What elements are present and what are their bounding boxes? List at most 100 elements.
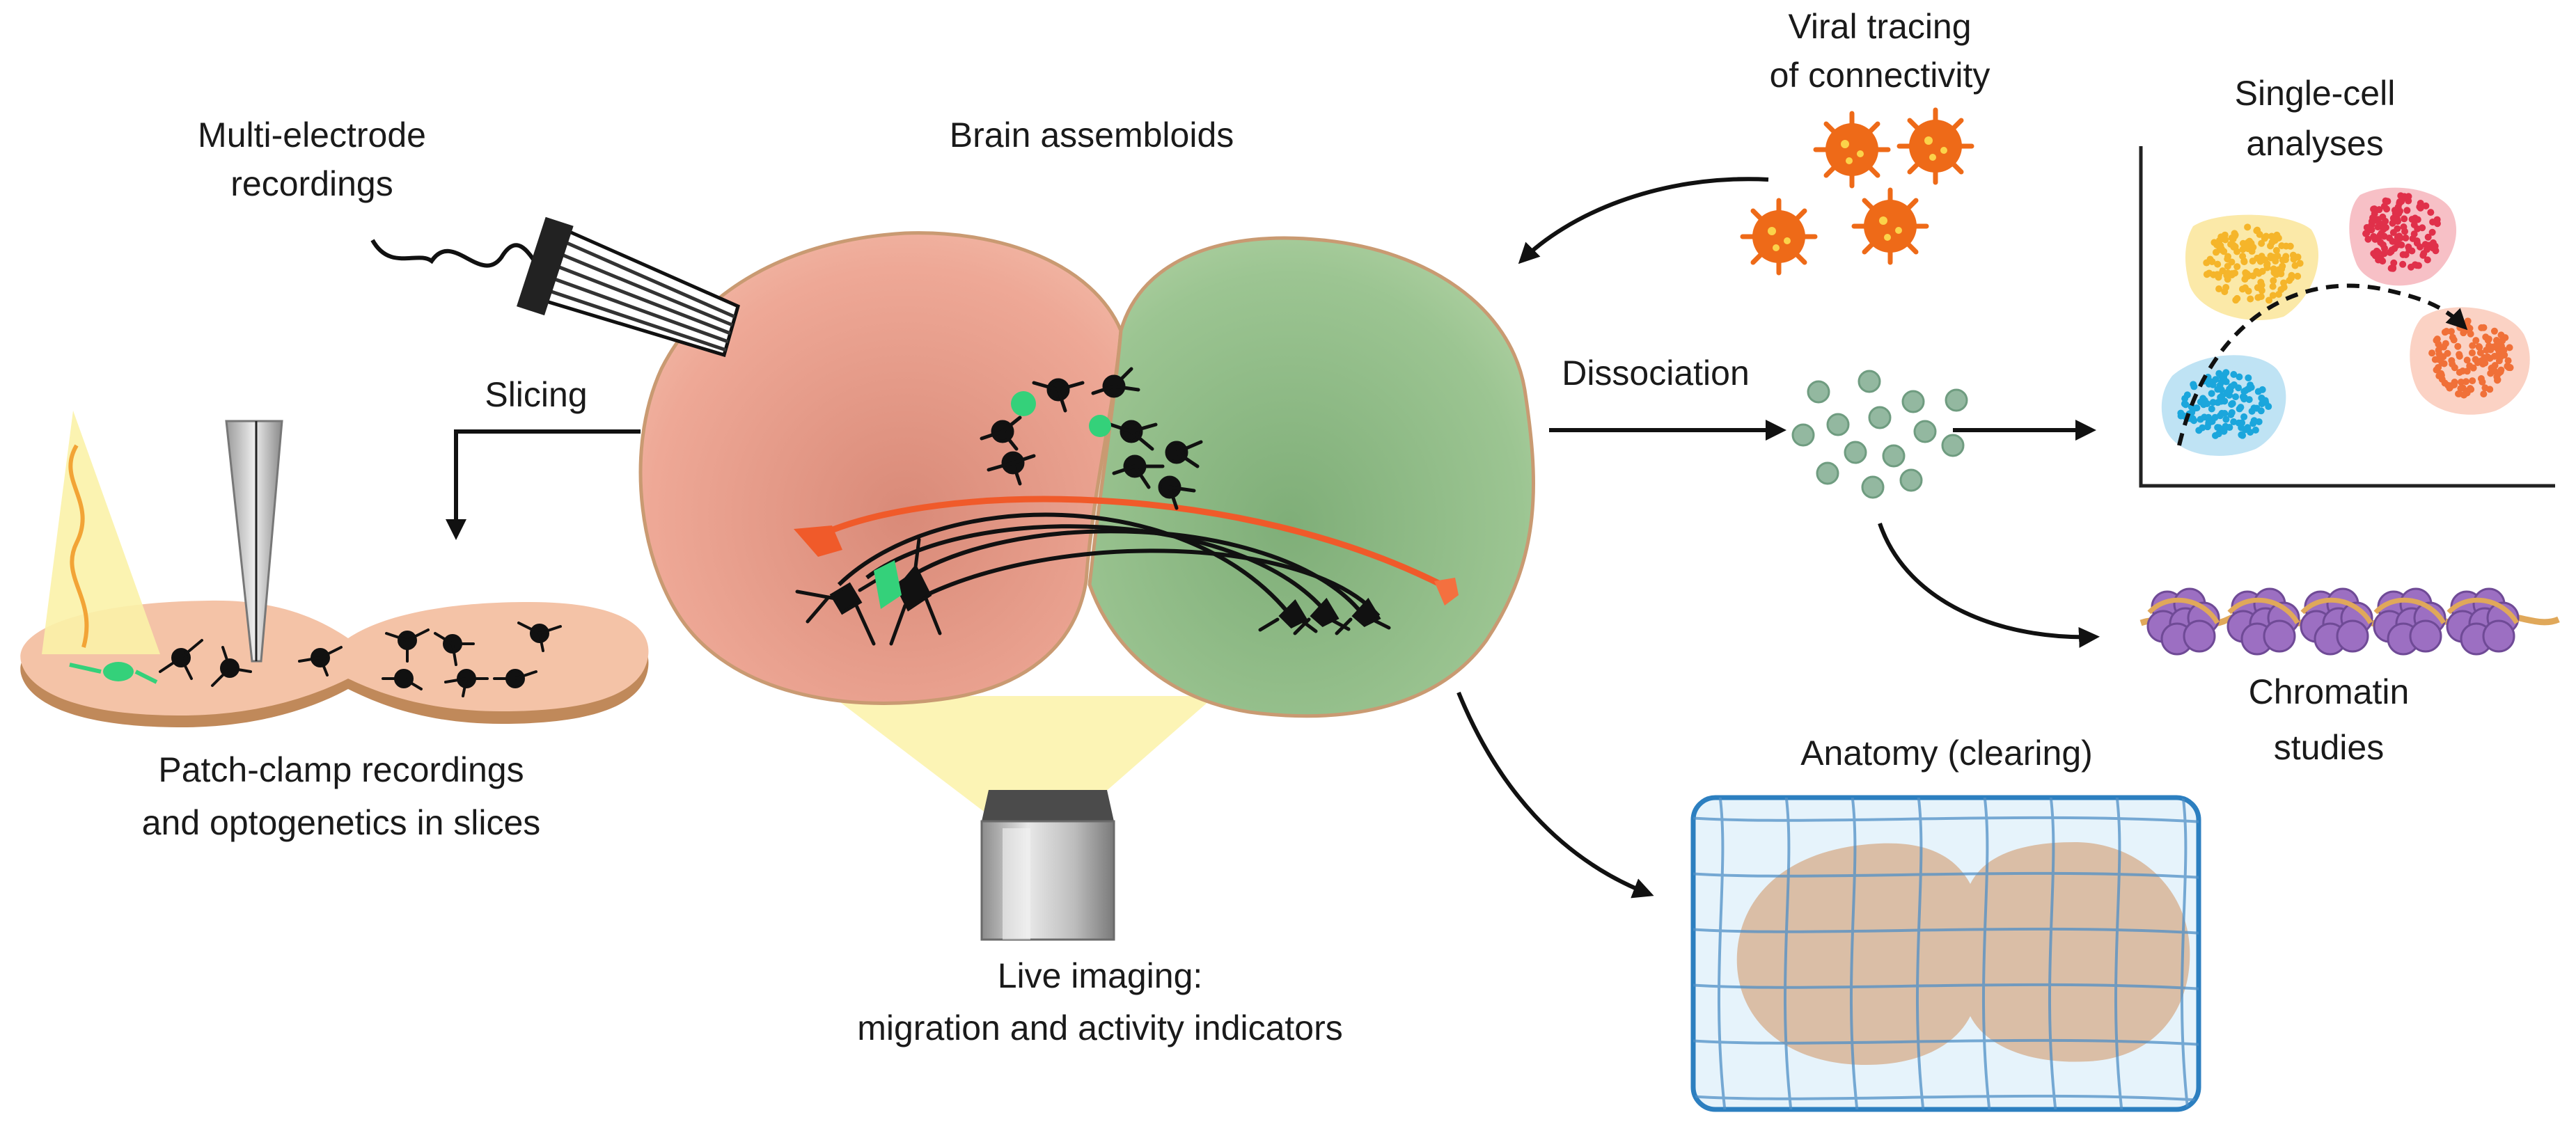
cell-dot (2467, 386, 2475, 393)
cell-dot (2428, 349, 2436, 357)
cell-dot (2382, 217, 2389, 225)
cell-dot (2468, 349, 2476, 357)
cell-dot (2397, 192, 2405, 200)
cell-dot (2467, 330, 2474, 338)
green-neuron-top (1011, 391, 1036, 416)
cell-dot (2224, 253, 2232, 260)
cell-dot (2389, 229, 2397, 237)
cell-dot (2442, 328, 2450, 335)
cell-dot (2399, 251, 2407, 258)
slicing-arrow (446, 429, 641, 540)
cell-dot (2469, 377, 2476, 385)
cell-dot (2247, 295, 2254, 303)
cell-dot (2254, 388, 2262, 395)
cell-dot (2182, 401, 2190, 409)
patch-clamp-label-line2: and optogenetics in slices (141, 803, 541, 842)
live-imaging-label-line2: migration and activity indicators (857, 1008, 1343, 1047)
brain-slice (20, 600, 649, 727)
cell-dot (2214, 386, 2222, 393)
cell-dot (2463, 356, 2471, 364)
cell-dot (2419, 224, 2426, 232)
cell-dot (2177, 409, 2185, 417)
cell-dot (2215, 285, 2223, 293)
cell-dot (2240, 258, 2248, 266)
chromatin-label-line2: studies (2273, 728, 2385, 767)
grid-line (1693, 983, 2199, 990)
cell-dot (2405, 197, 2412, 205)
cell-dot (2243, 270, 2251, 278)
cell-dot (2288, 271, 2295, 279)
multi-electrode-label-line1: Multi-electrode (198, 116, 426, 155)
cell-cluster (2203, 223, 2304, 304)
to-anatomy-arrow (1456, 691, 1654, 899)
cell-dot (2197, 416, 2204, 423)
cell-dot (2483, 353, 2491, 361)
cell-dot (2245, 374, 2252, 381)
cell-dot (2431, 356, 2439, 363)
cell-dot (2389, 219, 2396, 227)
cell-dot (2240, 395, 2248, 403)
cell-dot (2405, 246, 2413, 254)
cell-dot (2413, 262, 2421, 269)
cell-dot (2475, 342, 2483, 350)
cell-dot (2474, 358, 2481, 366)
patch-green-neuron (69, 662, 158, 684)
cell-dot (2371, 216, 2379, 224)
cell-dot (2506, 363, 2513, 371)
electrode-wire (370, 239, 552, 284)
cell-dot (2222, 378, 2230, 386)
cell-dot (2226, 424, 2233, 432)
cell-dot (2254, 226, 2261, 234)
cell-dot (2201, 399, 2208, 406)
cell-dot (2457, 385, 2465, 393)
cell-dot (2417, 204, 2424, 212)
slice-neurons (159, 622, 562, 697)
cell-dot (2273, 231, 2281, 239)
red-neuron-soma (794, 525, 842, 557)
cell-dot (2480, 390, 2488, 398)
cell-dot (2464, 317, 2472, 325)
cell-dot (2208, 258, 2216, 265)
cell-dot (2408, 216, 2416, 223)
cell-dot (2377, 255, 2385, 262)
cell-dot (2433, 335, 2441, 343)
grid-line (1783, 798, 1793, 1109)
multi-electrode-label-line2: recordings (230, 164, 393, 203)
cell-dot (2228, 270, 2236, 278)
cell-dot (2437, 372, 2445, 379)
cell-dot (2249, 258, 2256, 265)
cell-dot (2269, 283, 2277, 290)
cell-dot (2481, 359, 2489, 367)
electrode-array-icon (517, 216, 741, 358)
cell-dot (2402, 234, 2410, 242)
nucleosome-icon (2446, 587, 2520, 656)
cell-dot (2224, 262, 2231, 270)
cell-dot (2380, 250, 2388, 258)
cell-dot (2223, 390, 2231, 397)
cell-dot (2238, 431, 2245, 438)
cell-dot (2208, 390, 2215, 397)
cell-dot (2459, 367, 2467, 375)
viral-tracing-label-line2: of connectivity (1769, 56, 1990, 95)
cell-dot (2472, 337, 2480, 345)
cell-dot (2394, 238, 2401, 246)
grid-line (1693, 816, 2199, 823)
cell-dot (2401, 228, 2409, 235)
cell-dot (2250, 417, 2258, 425)
single-cell-label-line2: analyses (2246, 124, 2384, 163)
cell-dot (2224, 276, 2231, 283)
cell-dot (2205, 418, 2213, 425)
cell-dot (2451, 379, 2458, 386)
cell-dot (2189, 416, 2197, 423)
neuron-cluster-left (795, 537, 1391, 646)
green-neuron-lower (874, 560, 902, 609)
nucleosome-icon (2146, 587, 2220, 656)
cell-dot (2245, 396, 2253, 404)
virus-group (1740, 107, 1974, 276)
cell-dot (2257, 278, 2265, 286)
cell-dot (2500, 347, 2508, 354)
cell-dot (2199, 424, 2206, 432)
right-lobe (1087, 236, 1535, 718)
cell-dot (2389, 264, 2397, 272)
